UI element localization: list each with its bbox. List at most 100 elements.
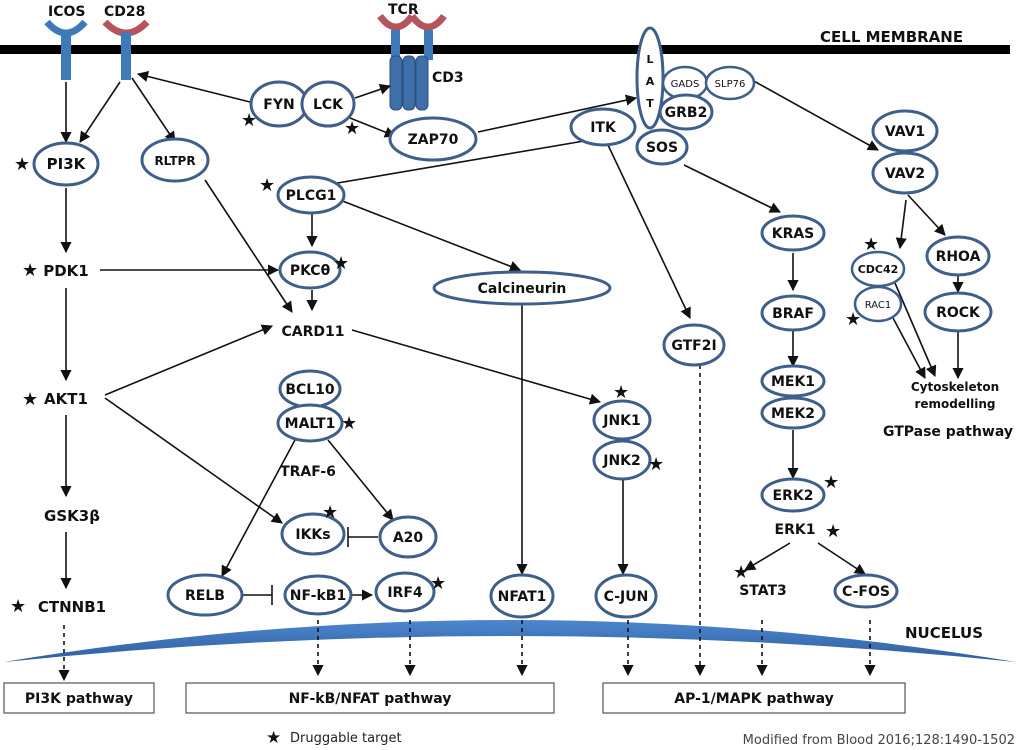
node-plcg1 [276,175,346,215]
node-erk2 [760,477,826,513]
star-erk2: ★ [823,472,839,493]
node-malt1 [276,403,344,443]
kras-label: KRAS [772,226,815,242]
node-gtf2i [662,323,726,367]
cjun-label: C-JUN [604,589,649,605]
node-sos [635,128,689,166]
tcr-label: TCR [388,2,419,18]
fyn-label: FYN [263,97,294,113]
cfos-label: C-FOS [842,584,890,600]
nfkb1-label: NF-kB1 [290,588,346,604]
star-ctnnb1: ★ [10,596,26,617]
star-stat3: ★ [733,562,749,583]
membrane-label: CELL MEMBRANE [820,28,963,46]
node-lck [300,80,356,128]
gsk3b-label: GSK3β [44,507,100,525]
node-cfos [833,573,899,609]
traf6-label: TRAF-6 [280,464,336,480]
remodelling-label: remodelling [914,397,995,411]
star-fyn: ★ [241,110,257,131]
icos-label: ICOS [48,4,85,20]
star-pkc: ★ [333,253,349,274]
akt1-label: AKT1 [44,390,88,408]
plcg1-label: PLCG1 [286,188,337,204]
ap1-pathway-box [602,682,906,714]
node-ikks [280,512,346,556]
rhoa-label: RHOA [936,249,981,265]
node-rock [923,291,993,333]
node-rac1 [853,285,903,323]
malt1-label: MALT1 [285,416,336,432]
gtpase-pathway-label: GTPase pathway [883,424,1013,440]
mek1-label: MEK1 [771,374,815,390]
node-vav2 [871,151,939,195]
cd28-receptor [102,19,150,80]
pi3k-label: PI3K [47,155,87,173]
star-irf4: ★ [430,573,446,594]
star-erk1: ★ [825,521,841,542]
star-pdk1: ★ [22,260,38,281]
pkc-label: PKCθ [290,263,331,279]
star-jnk1: ★ [613,382,629,403]
vav2-label: VAV2 [885,166,925,182]
erk2-label: ERK2 [773,488,814,504]
node-pkc [278,250,342,290]
mek2-label: MEK2 [771,406,815,422]
node-calcineurin [432,270,612,306]
node-itk [569,107,637,147]
node-grb2 [658,93,714,131]
icos-receptor [44,19,88,80]
star-rac1: ★ [845,309,861,330]
pi3k-pathway-label: PI3K pathway [25,691,133,707]
star-lck: ★ [344,118,360,139]
star-pi3k: ★ [14,154,30,175]
ctnnb1-label: CTNNB1 [38,598,106,616]
node-cjun [594,573,658,619]
irf4-label: IRF4 [387,585,423,601]
itk-label: ITK [590,120,617,136]
cytoskeleton-label: Cytoskeleton [911,380,999,394]
slp76-label: SLP76 [715,79,746,90]
nucleus-label: NUCELUS [905,624,983,642]
calcineurin-label: Calcineurin [478,281,567,297]
lck-label: LCK [313,97,344,113]
node-irf4 [374,571,436,613]
node-nfkb1 [283,574,353,616]
cdc42-label: CDC42 [858,263,899,276]
node-vav1 [871,109,939,153]
star-akt1: ★ [22,389,38,410]
node-mek1 [760,364,826,398]
pi3k-pathway-box [3,682,155,714]
node-rltpr [140,137,210,183]
node-mek2 [760,396,826,430]
node-jnk1 [592,399,652,441]
node-slp76 [704,65,756,101]
node-pi3k [32,141,100,187]
a20-label: A20 [393,530,424,546]
relb-label: RELB [185,588,225,604]
star-ikks: ★ [322,502,338,523]
star-jnk2: ★ [648,454,664,475]
ap1-pathway-label: AP-1/MAPK pathway [674,691,833,707]
stat3-label: STAT3 [739,583,787,599]
cd28-label: CD28 [104,4,145,20]
nfat1-label: NFAT1 [498,589,547,605]
nucleus-envelope [4,620,1016,662]
node-jnk2 [592,439,652,481]
source-citation: Modified from Blood 2016;128:1490-1502 [743,733,1015,748]
tcr-receptor [377,13,447,60]
node-rhoa [925,235,991,277]
node-zap70 [388,116,478,162]
nfkb-pathway-label: NF-kB/NFAT pathway [289,691,452,707]
legend-label: Druggable target [290,731,402,746]
lat-letter-a: A [646,75,655,88]
star-plcg1: ★ [259,175,275,196]
pdk1-label: PDK1 [43,262,89,280]
ikks-label: IKKs [295,527,330,543]
grb2-label: GRB2 [665,105,708,121]
rltpr-label: RLTPR [154,154,195,168]
lat-letter-l: L [646,53,653,66]
star-malt1: ★ [341,413,357,434]
